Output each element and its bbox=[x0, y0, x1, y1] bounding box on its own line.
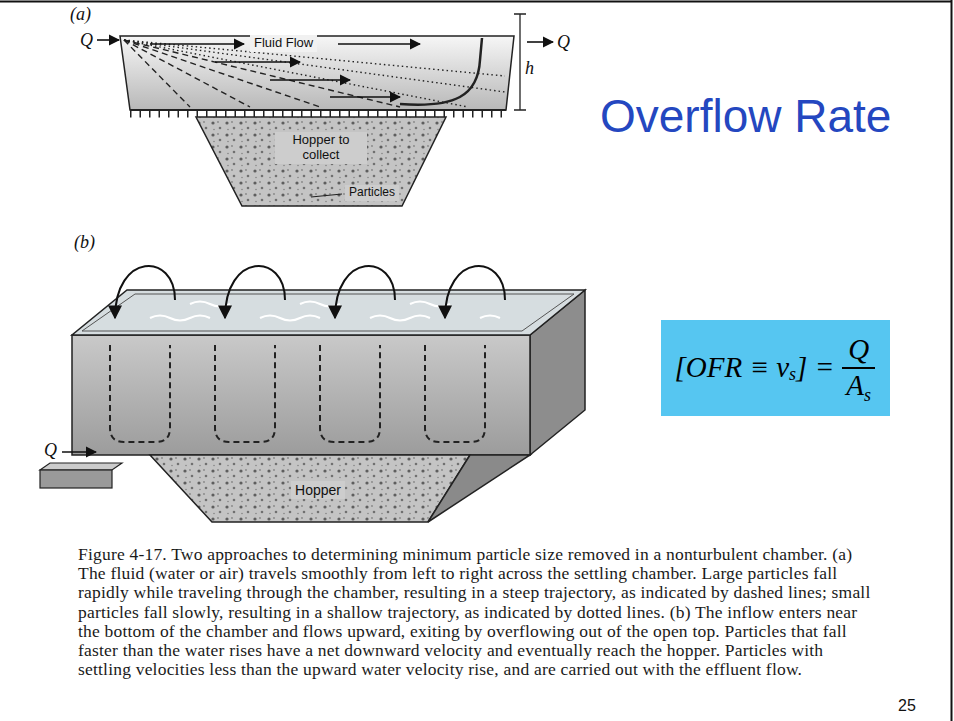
hopper-label: Hopper to collect bbox=[275, 132, 367, 164]
upflow-path bbox=[425, 345, 485, 442]
water-ripples bbox=[150, 302, 500, 321]
flow-arrow bbox=[330, 96, 400, 98]
flow-arrow bbox=[338, 43, 420, 45]
hopper bbox=[196, 117, 446, 206]
slide-border bbox=[951, 0, 953, 721]
formula-term: A bbox=[846, 369, 864, 401]
subscript: s bbox=[789, 364, 796, 385]
flow-symbol: Q bbox=[557, 32, 570, 53]
steep-trajectory bbox=[124, 40, 250, 107]
flow-symbol: Q bbox=[80, 30, 93, 51]
overflow-arrow bbox=[445, 266, 505, 318]
hopper-side bbox=[428, 455, 530, 522]
upflow-path bbox=[110, 345, 170, 442]
panel-letter: (a) bbox=[70, 4, 91, 25]
upflow-path bbox=[215, 345, 275, 442]
depth-dimension bbox=[514, 14, 526, 110]
formula-term: [OFR ≡ v bbox=[675, 351, 790, 384]
outflow-arrow bbox=[527, 41, 553, 43]
chamber-floor bbox=[130, 109, 506, 111]
inflow-arrow bbox=[97, 39, 119, 41]
leader-line bbox=[311, 194, 342, 197]
steep-trajectory bbox=[124, 40, 190, 107]
flow-symbol: Q bbox=[44, 440, 57, 461]
hopper-label: Hopper bbox=[291, 481, 345, 499]
particles-label: Particles bbox=[345, 185, 399, 201]
overflow-arrow bbox=[115, 266, 175, 318]
overflow-arrow bbox=[225, 266, 285, 318]
subscript: s bbox=[864, 385, 871, 405]
denominator: As bbox=[846, 369, 871, 402]
depth-symbol: h bbox=[525, 58, 534, 79]
page-number: 25 bbox=[898, 697, 916, 715]
formula-term: Q bbox=[848, 333, 869, 365]
formula: [OFR ≡ vs] =QAs bbox=[675, 334, 876, 402]
overflow-arrow bbox=[335, 266, 395, 318]
upflow-path bbox=[320, 345, 380, 442]
flow-label: Fluid Flow bbox=[250, 35, 317, 52]
streamline bbox=[400, 38, 482, 105]
numerator: Q bbox=[842, 334, 875, 369]
formula-term: ] = bbox=[796, 351, 834, 384]
flow-arrow bbox=[215, 61, 300, 63]
flow-arrow bbox=[150, 43, 244, 45]
flow-arrow bbox=[270, 79, 350, 81]
inflow-arrow bbox=[62, 451, 96, 453]
tank-rim bbox=[82, 294, 574, 331]
slide-border bbox=[0, 1, 952, 3]
fraction: QAs bbox=[842, 334, 875, 402]
inlet-pipe bbox=[40, 463, 122, 470]
hopper bbox=[150, 455, 470, 522]
panel-letter: (b) bbox=[74, 232, 95, 253]
tank-front bbox=[72, 335, 530, 455]
settling-chamber bbox=[120, 36, 514, 110]
slide-title: Overflow Rate bbox=[600, 90, 891, 143]
water-surface bbox=[72, 290, 585, 335]
figure-caption: Figure 4-17. Two approaches to determini… bbox=[78, 545, 878, 679]
inlet-pipe bbox=[40, 470, 112, 488]
formula-box: [OFR ≡ vs] =QAs bbox=[661, 320, 890, 416]
